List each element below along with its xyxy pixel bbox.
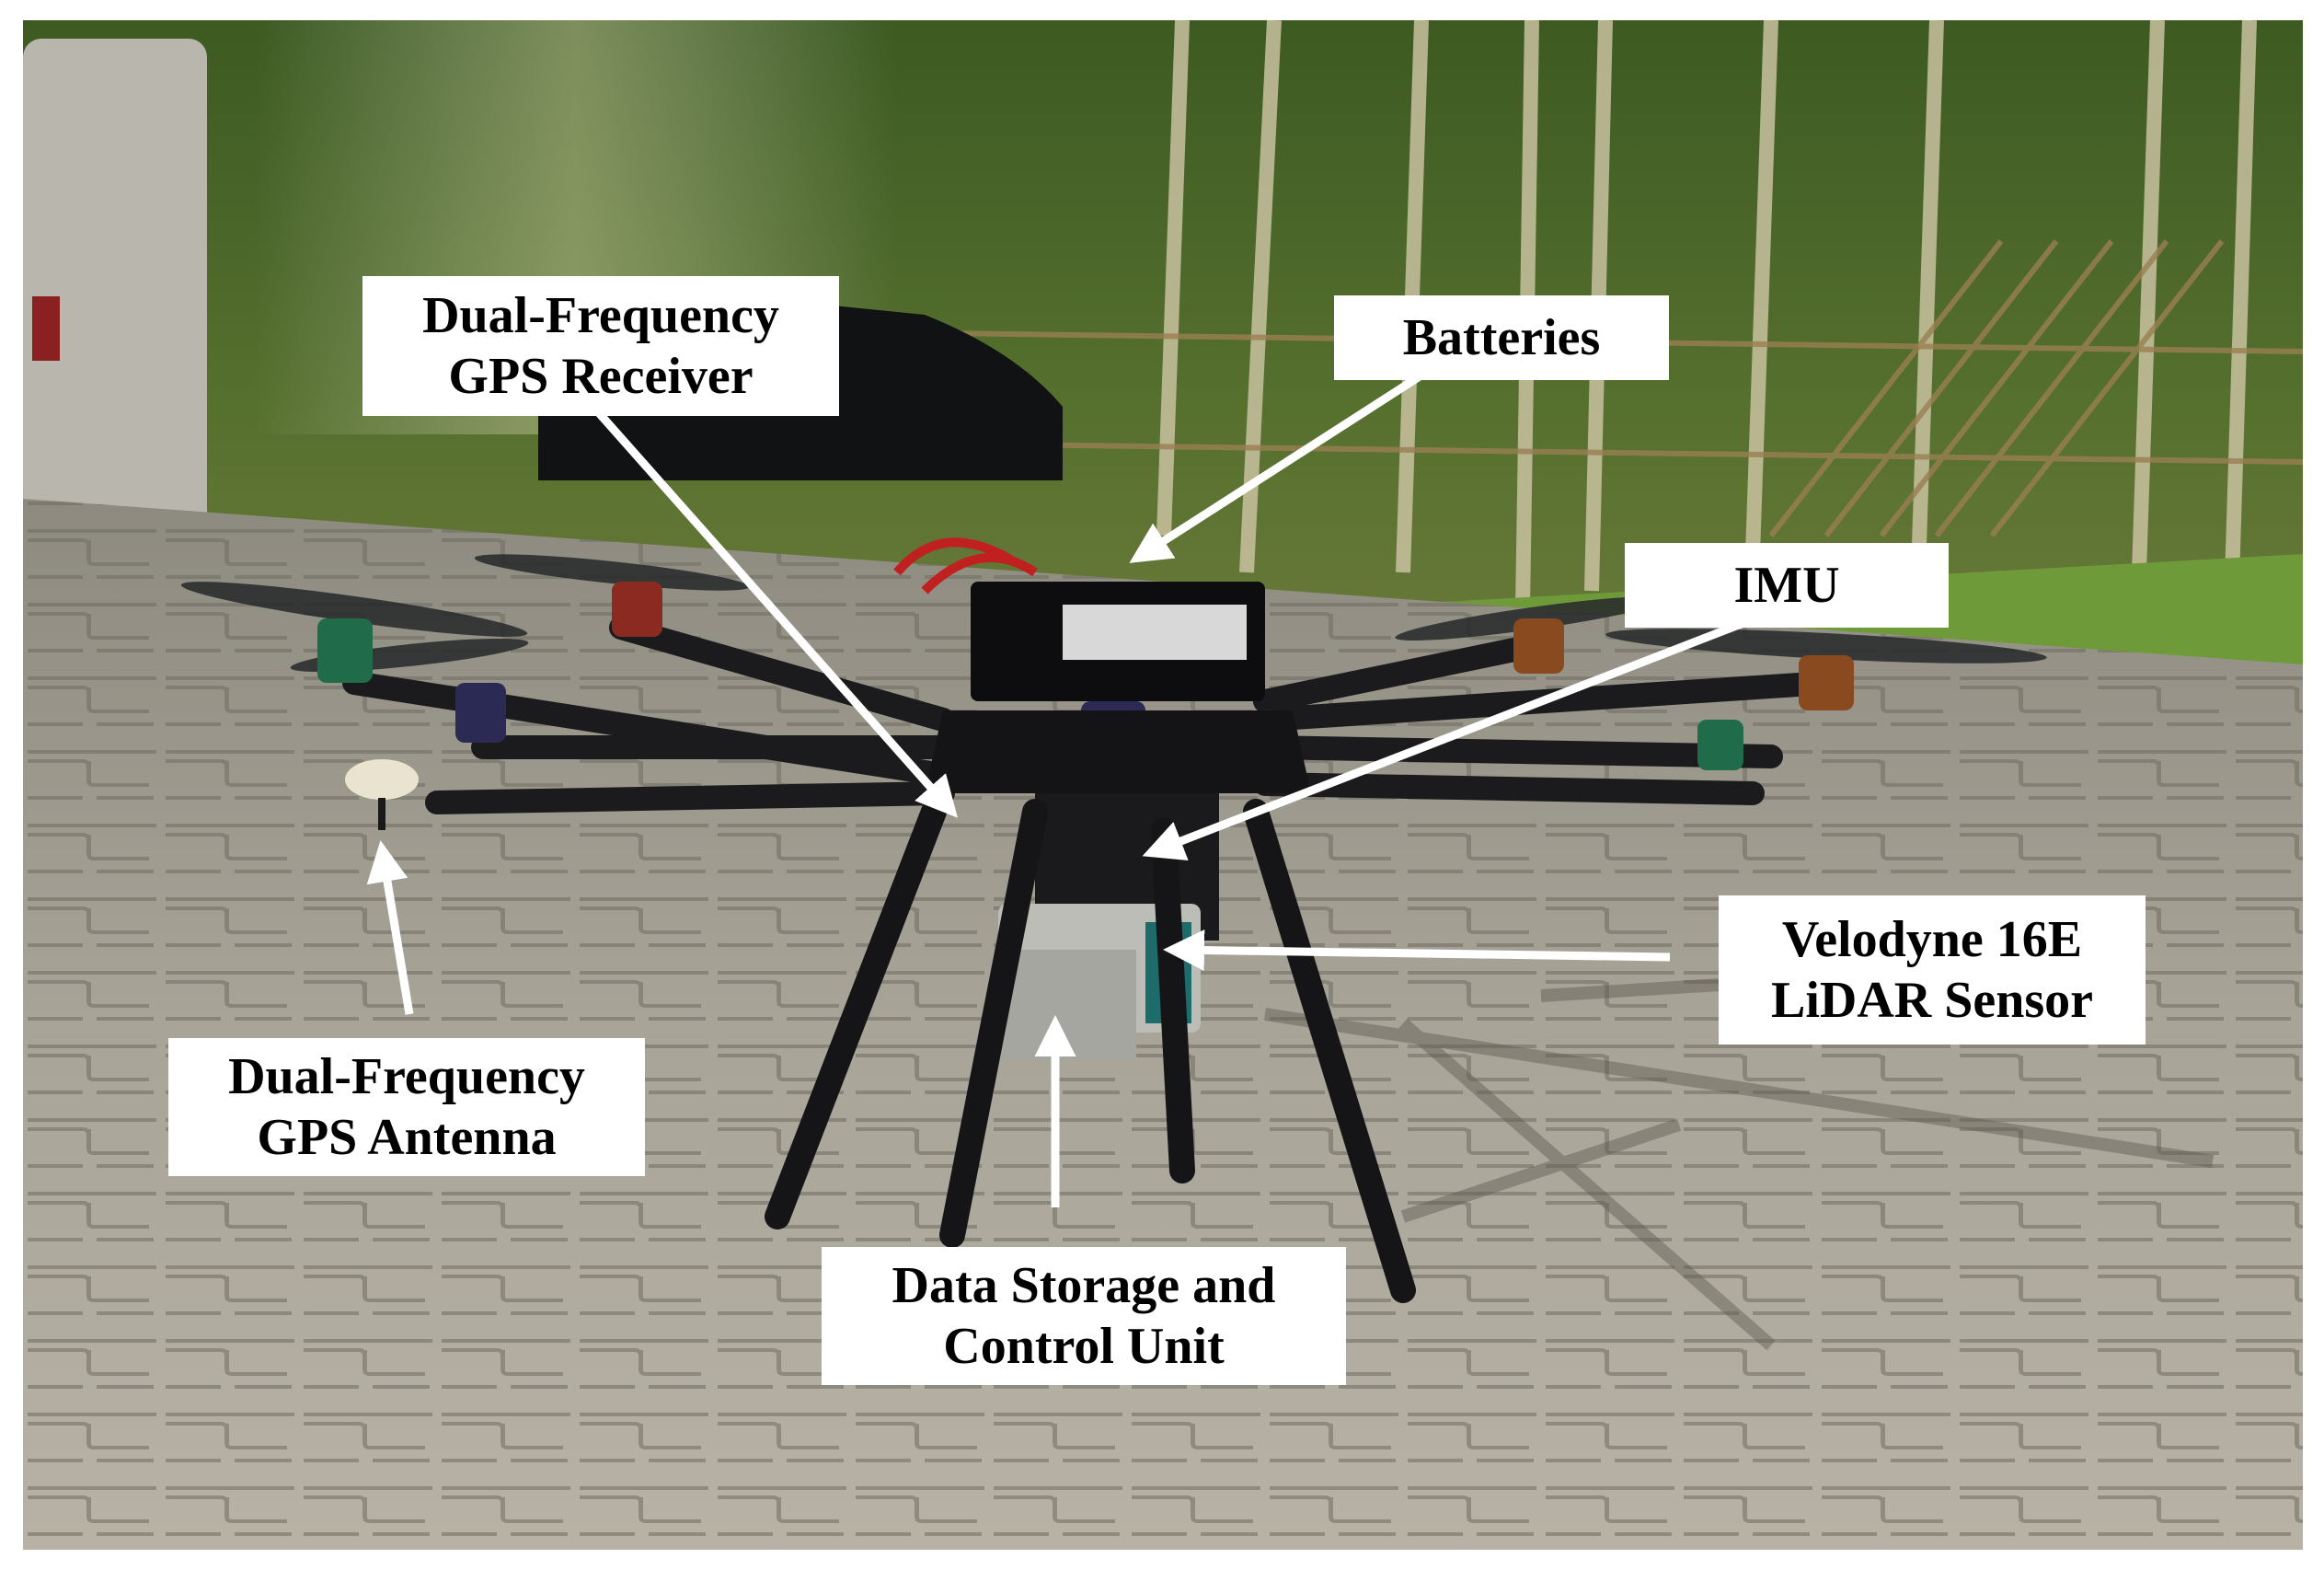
label-lidar-line2: LiDAR Sensor xyxy=(1770,972,2094,1029)
label-batteries: Batteries xyxy=(1334,295,1669,380)
label-data-storage: Data Storage and Control Unit xyxy=(822,1247,1346,1385)
label-imu: IMU xyxy=(1625,543,1949,628)
label-lidar-sensor: Velodyne 16E LiDAR Sensor xyxy=(1719,895,2146,1045)
data-storage-box xyxy=(998,950,1136,1060)
label-gps-receiver-line2: GPS Receiver xyxy=(448,348,754,405)
label-gps-antenna-line1: Dual-Frequency xyxy=(228,1048,585,1105)
landing-legs xyxy=(765,799,1416,1303)
label-batteries-line1: Batteries xyxy=(1402,309,1601,366)
label-data-storage-line2: Control Unit xyxy=(943,1318,1225,1375)
label-gps-receiver-line1: Dual-Frequency xyxy=(422,287,779,344)
gps-antenna-puck xyxy=(345,759,419,800)
red-cables xyxy=(893,537,1038,595)
label-data-storage-line1: Data Storage and xyxy=(892,1257,1276,1314)
label-gps-antenna-line2: GPS Antenna xyxy=(257,1109,557,1166)
label-lidar-line1: Velodyne 16E xyxy=(1781,911,2083,968)
parked-van xyxy=(23,39,207,554)
label-imu-line1: IMU xyxy=(1733,557,1840,614)
label-gps-receiver: Dual-Frequency GPS Receiver xyxy=(362,276,839,416)
callout-arrows xyxy=(366,348,1745,1207)
drone-photograph xyxy=(23,20,2303,1550)
label-gps-antenna: Dual-Frequency GPS Antenna xyxy=(168,1038,645,1176)
